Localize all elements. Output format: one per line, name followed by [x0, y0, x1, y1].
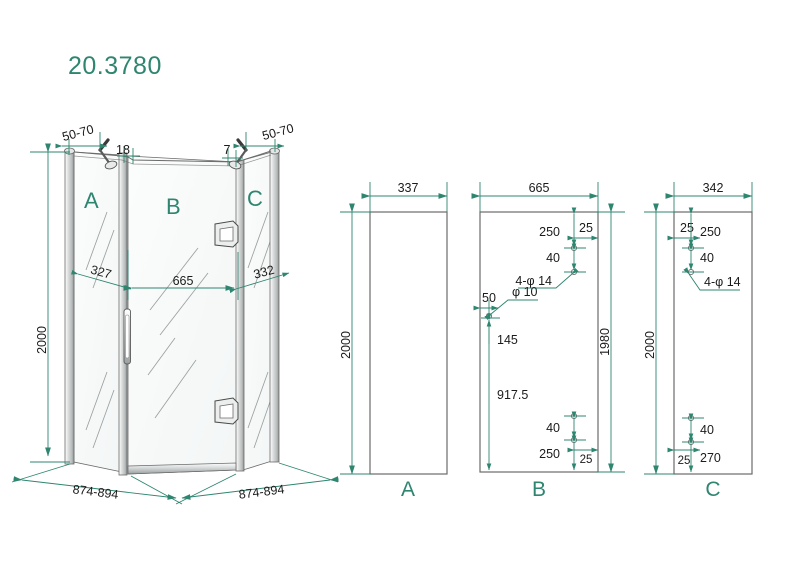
base-dimension-lines — [11, 462, 339, 505]
panel-b-side-edge-dimension — [473, 300, 499, 314]
panel-b-bottom-offset-value: 250 — [539, 447, 560, 461]
left-width-dimension — [71, 269, 132, 290]
panel-b-hole-callout-leader — [518, 267, 579, 289]
assembly-label-c: C — [247, 186, 263, 211]
bottom-rail — [127, 462, 237, 475]
right-width-value: 332 — [252, 263, 276, 282]
panel-b-height-value: 1980 — [598, 328, 612, 356]
assembly-view: A B C 2000 50-70 18 — [11, 121, 339, 505]
top-right-gap-dimension — [233, 132, 285, 152]
panel-b-top-offset-value: 250 — [539, 225, 560, 239]
panel-c-height-value: 2000 — [643, 331, 657, 359]
right-width-dimension — [229, 272, 290, 294]
top-right-thickness-dimension — [222, 148, 243, 167]
panel-b-hole-callout: 4-φ 14 — [515, 274, 552, 288]
panel-c-top-edge-value: 25 — [680, 221, 694, 235]
panel-c-label: C — [705, 478, 720, 501]
panel-a-height-dimension — [340, 203, 372, 475]
panel-b-dia-callout: φ 10 — [512, 285, 538, 299]
panel-b-width-value: 665 — [529, 181, 550, 195]
panel-a-height-value: 2000 — [339, 331, 353, 359]
panel-c-width-dimension — [665, 182, 753, 212]
panel-c-bottom-offset-value: 270 — [700, 451, 721, 465]
lower-door-hinge — [214, 397, 239, 425]
panel-b-hole-from-top-value: 145 — [497, 333, 518, 347]
panel-b-top-spacing-value: 40 — [546, 251, 560, 265]
upper-door-hinge — [214, 220, 239, 248]
panel-c-bottom-edge-value: 25 — [678, 455, 691, 467]
panel-b-side-edge-value: 50 — [482, 291, 496, 305]
panel-c-top-spacing-value: 40 — [700, 251, 714, 265]
glass-reflection-lines — [85, 211, 273, 449]
panel-a-label: A — [401, 478, 415, 501]
base-right-value: 874-894 — [238, 482, 285, 501]
panel-b-label: B — [532, 478, 546, 501]
assembly-height-value: 2000 — [35, 326, 49, 354]
panel-b-bottom-spacing-value: 40 — [546, 421, 560, 435]
panel-b-width-dimension — [471, 182, 599, 212]
panel-a-width-dimension — [361, 182, 448, 212]
assembly-label-b: B — [166, 194, 181, 219]
top-right-gap-value: 50-70 — [261, 121, 296, 143]
page-title: 20.3780 — [68, 52, 162, 80]
panel-c-width-value: 342 — [703, 181, 724, 195]
assembly-label-a: A — [84, 188, 99, 213]
panel-c-hole-callout-leader — [683, 267, 740, 291]
panel-b-dia-callout-leader — [484, 299, 538, 321]
panel-c-view: 342 2000 25 — [643, 181, 753, 501]
top-right-thickness-value: 7 — [224, 143, 231, 157]
top-left-thickness-dimension — [117, 146, 140, 164]
left-width-value: 327 — [89, 263, 113, 282]
panel-c-height-dimension — [644, 203, 676, 475]
top-left-thickness-value: 18 — [116, 143, 130, 157]
top-left-gap-dimension — [55, 132, 108, 155]
panel-c-hole-callout: 4-φ 14 — [704, 275, 741, 289]
panel-a-view: 337 2000 A — [339, 181, 448, 501]
panel-b-top-edge-value: 25 — [579, 221, 593, 235]
panel-b-hole-from-bottom-value: 917.5 — [497, 388, 528, 402]
center-width-value: 665 — [173, 274, 194, 288]
panel-b-height-dimension — [596, 203, 625, 473]
panel-c-top-offset-value: 250 — [700, 225, 721, 239]
panel-a-width-value: 337 — [398, 181, 419, 195]
panel-b-bottom-edge-value: 25 — [580, 454, 593, 466]
base-left-value: 874-894 — [72, 482, 119, 501]
panel-c-bottom-spacing-value: 40 — [700, 423, 714, 437]
door-handle — [123, 308, 131, 365]
panel-b-view: 665 1980 250 — [471, 181, 625, 501]
top-left-gap-value: 50-70 — [61, 122, 96, 144]
assembly-height-dimension — [30, 143, 70, 463]
